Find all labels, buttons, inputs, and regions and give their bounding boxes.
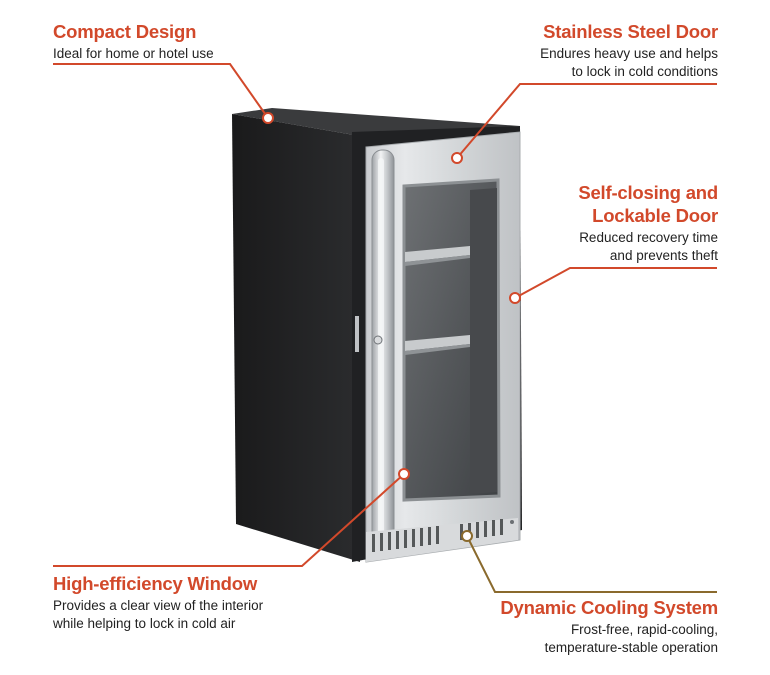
feature-description: Reduced recovery time and prevents theft [398, 229, 718, 265]
description-line: temperature-stable operation [544, 640, 718, 655]
window-frame [402, 178, 501, 502]
feature-description: Ideal for home or hotel use [53, 45, 353, 63]
feature-description: Frost-free, rapid-cooling, temperature-s… [378, 621, 718, 657]
description-line: to lock in cold conditions [571, 64, 718, 79]
feature-dynamic-cooling-system: Dynamic Cooling System Frost-free, rapid… [378, 596, 718, 657]
feature-title: High-efficiency Window [53, 573, 258, 594]
title-line: Self-closing and [578, 182, 718, 203]
feature-title: Self-closing and Lockable Door [398, 181, 718, 227]
description-line: Provides a clear view of the interior [53, 598, 264, 613]
title-line: Lockable Door [592, 205, 718, 226]
feature-high-efficiency-window: High-efficiency Window Provides a clear … [53, 572, 373, 633]
description-line: Reduced recovery time [579, 230, 718, 245]
feature-description: Provides a clear view of the interior wh… [53, 597, 373, 633]
feature-compact-design: Compact Design Ideal for home or hotel u… [53, 20, 353, 63]
feature-self-closing-lockable-door: Self-closing and Lockable Door Reduced r… [398, 181, 718, 265]
door-handle [371, 149, 395, 543]
feature-description: Endures heavy use and helps to lock in c… [398, 45, 718, 81]
description-line: and prevents theft [609, 248, 718, 263]
feature-title: Stainless Steel Door [543, 21, 718, 42]
cabinet-side [232, 114, 360, 562]
feature-stainless-steel-door: Stainless Steel Door Endures heavy use a… [398, 20, 718, 81]
interior-shelves [405, 188, 497, 494]
description-line: Frost-free, rapid-cooling, [570, 622, 718, 637]
description-line: Ideal for home or hotel use [53, 46, 214, 61]
feature-title: Compact Design [53, 21, 197, 42]
description-line: while helping to lock in cold air [53, 616, 236, 631]
feature-title: Dynamic Cooling System [500, 597, 718, 618]
door-lock [355, 316, 383, 352]
description-line: Endures heavy use and helps [540, 46, 718, 61]
